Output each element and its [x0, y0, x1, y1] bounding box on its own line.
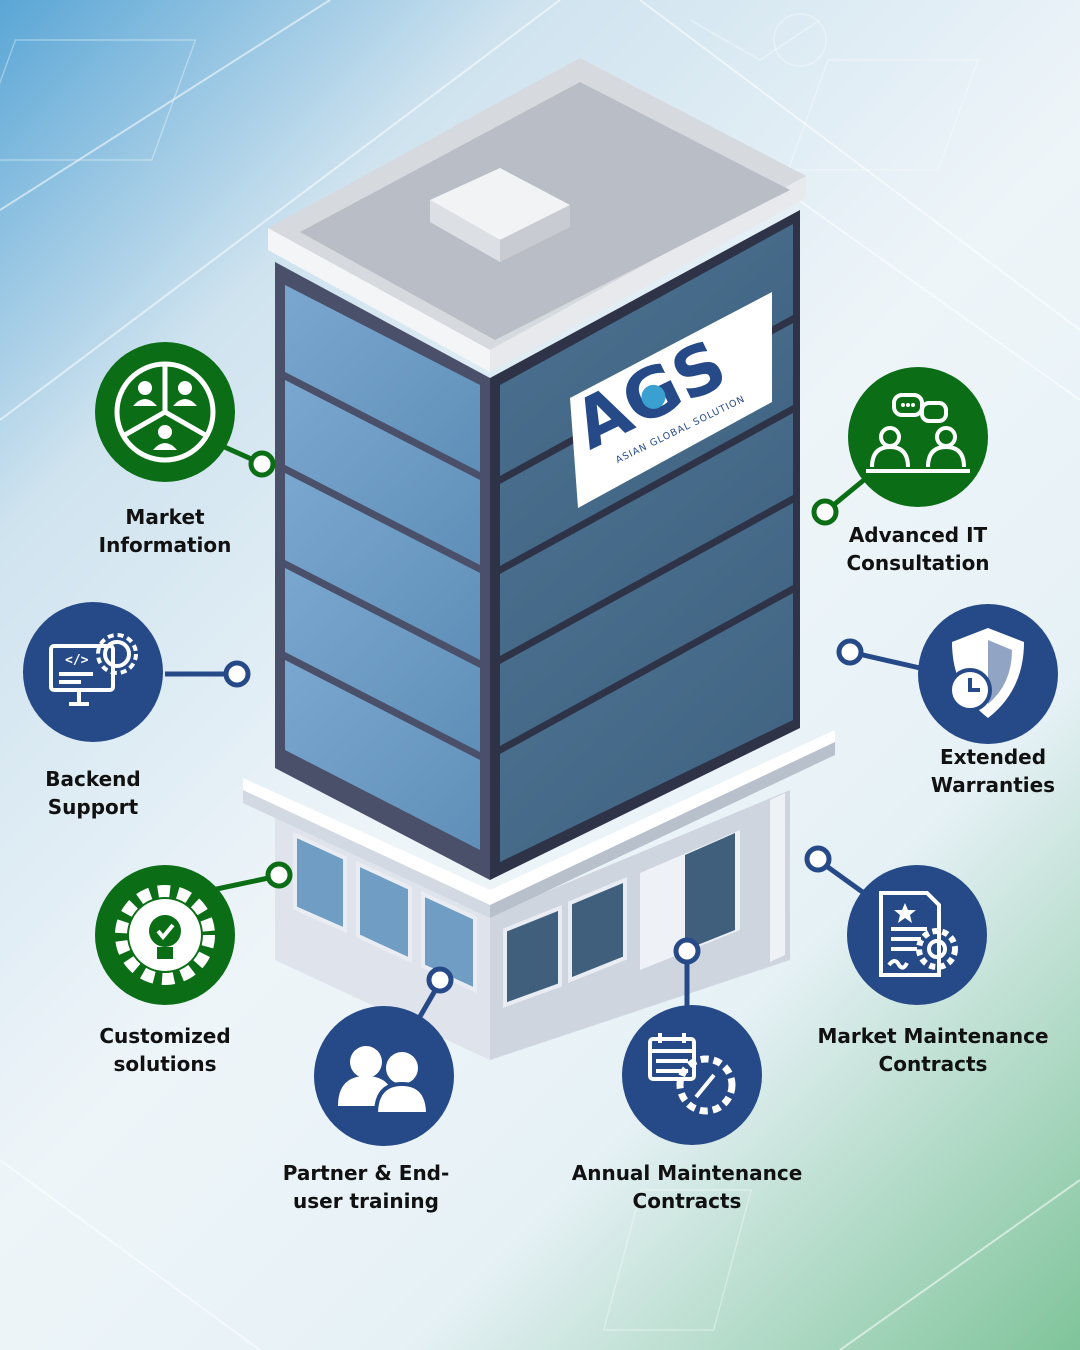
- people-pie-icon: [95, 342, 235, 482]
- meeting-chat-icon: [848, 367, 988, 507]
- label-customized-solutions: Customized solutions: [99, 1024, 231, 1076]
- label-backend-support: Backend Support: [45, 767, 141, 819]
- contract-gear-icon: [847, 865, 987, 1005]
- building-ledge: [243, 730, 835, 905]
- label-partner-training: Partner & End- user training: [282, 1161, 450, 1213]
- gear-bulb-icon: [95, 865, 235, 1005]
- label-extended-warranties: Extended Warranties: [930, 745, 1056, 797]
- label-market-maintenance-contracts: Market Maintenance Contracts: [817, 1024, 1049, 1076]
- calendar-wrench-gear-icon: [622, 1005, 762, 1145]
- building-roof: [268, 58, 806, 372]
- label-market-information: Market Information: [98, 505, 232, 557]
- two-users-icon: [314, 1006, 454, 1146]
- label-annual-maintenance-contracts: Annual Maintenance Contracts: [571, 1161, 803, 1213]
- svg-text:</>: </>: [65, 653, 89, 668]
- label-advanced-it-consultation: Advanced IT Consultation: [846, 523, 990, 575]
- building-podium: [275, 790, 790, 1060]
- code-monitor-gear-icon: </>: [23, 602, 163, 742]
- office-building: AGS ASIAN GLOBAL SOLUTION: [243, 58, 835, 1060]
- shield-clock-icon: [918, 604, 1058, 744]
- connector-endpoints: [223, 450, 864, 994]
